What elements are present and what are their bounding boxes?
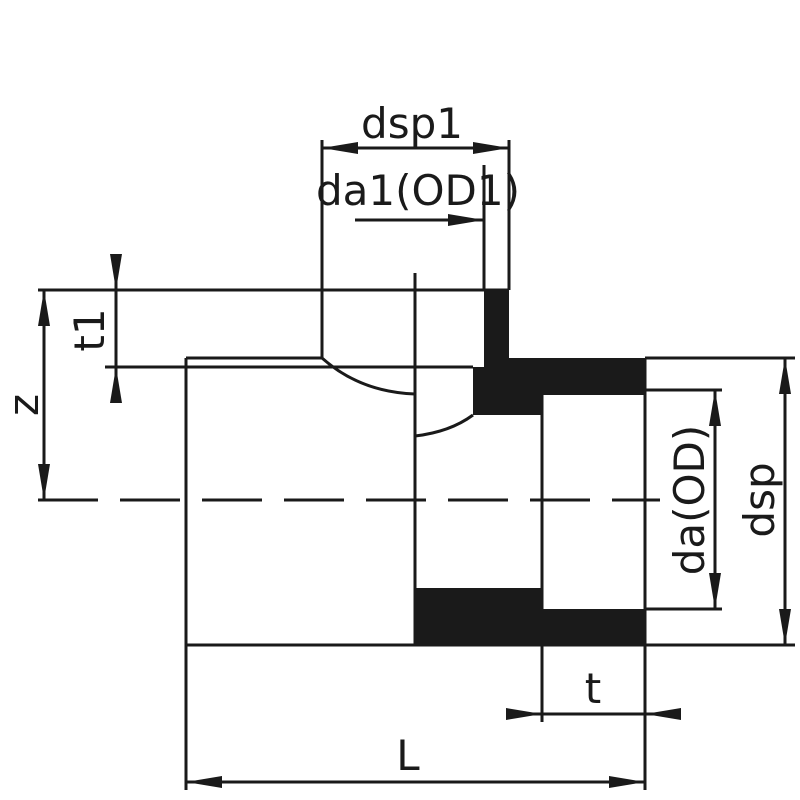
label-z: z — [0, 394, 48, 416]
label-t: t — [585, 664, 601, 713]
fitting-outline — [38, 140, 795, 790]
label-dsp: dsp — [735, 462, 784, 537]
label-dsp1: dsp1 — [361, 99, 463, 148]
label-da: da(OD) — [665, 425, 714, 576]
branch-wall-section — [473, 290, 645, 415]
label-da1: da1(OD1) — [316, 166, 520, 215]
label-L: L — [396, 731, 420, 780]
label-t1: t1 — [65, 308, 114, 351]
bottom-wall-section — [415, 588, 645, 645]
